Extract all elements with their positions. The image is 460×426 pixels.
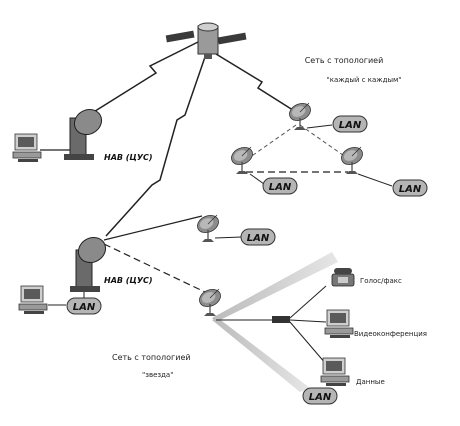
svg-text:LAN: LAN bbox=[399, 184, 422, 195]
mesh-dish-left-icon bbox=[228, 143, 256, 175]
svg-text:LAN: LAN bbox=[339, 120, 362, 131]
hub-base bbox=[64, 154, 94, 160]
star-lan: LAN bbox=[302, 387, 338, 405]
phone-fax-icon bbox=[331, 268, 355, 287]
bottom-hub-lan: LAN bbox=[66, 297, 102, 315]
remote-station: LAN bbox=[194, 211, 276, 246]
hub-dish bbox=[77, 236, 107, 264]
mesh-link-2 bbox=[299, 124, 351, 161]
svg-text:LAN: LAN bbox=[269, 182, 292, 193]
mesh-caption-line1: Сеть с топологией bbox=[305, 56, 384, 65]
data-workstation-icon bbox=[320, 357, 350, 387]
mesh-network: Сеть с топологией "каждый с каждым" LAN … bbox=[228, 56, 428, 197]
voice-fax-label: Голос/факс bbox=[360, 277, 402, 285]
remote-lan: LAN bbox=[240, 228, 276, 246]
star-caption-line2: "звезда" bbox=[142, 371, 173, 379]
mesh-dish-right-icon bbox=[338, 143, 366, 175]
video-workstation-icon bbox=[324, 309, 354, 339]
satellite bbox=[165, 22, 247, 59]
hub-link-remote bbox=[103, 215, 203, 241]
link-satellite-mesh bbox=[215, 53, 297, 113]
link-satellite-bottom-hub bbox=[105, 56, 206, 237]
hub-dish bbox=[73, 108, 103, 136]
star-dish-icon bbox=[196, 285, 224, 317]
beam-upper bbox=[212, 252, 338, 322]
svg-text:LAN: LAN bbox=[73, 302, 96, 313]
hub-link-star bbox=[103, 243, 206, 293]
satellite-top bbox=[197, 22, 219, 32]
satellite-antenna bbox=[204, 54, 212, 59]
mesh-lan-top: LAN bbox=[332, 115, 368, 133]
solar-panel-left bbox=[165, 30, 195, 43]
solar-panel-right bbox=[217, 32, 247, 45]
svg-text:LAN: LAN bbox=[309, 392, 332, 403]
hub-base bbox=[70, 286, 100, 292]
data-label: Данные bbox=[356, 378, 385, 386]
bottom-hub-computer-icon bbox=[18, 285, 48, 315]
svg-text:LAN: LAN bbox=[247, 233, 270, 244]
satellite-links bbox=[91, 41, 297, 237]
mesh-lan-left: LAN bbox=[262, 177, 298, 195]
link-satellite-top-hub bbox=[91, 41, 199, 114]
bottom-hub-label: НАВ (ЦУС) bbox=[104, 276, 153, 285]
multiplexer-icon bbox=[272, 316, 290, 323]
mesh-lan-right: LAN bbox=[392, 179, 428, 197]
star-network: Голос/факс Видеоконференция Данные LAN С… bbox=[112, 252, 427, 405]
top-hub-label: НАВ (ЦУС) bbox=[104, 153, 153, 162]
mesh-dish-top-icon bbox=[286, 99, 314, 131]
mesh-caption-line2: "каждый с каждым" bbox=[327, 76, 402, 84]
star-caption-line1: Сеть с топологией bbox=[112, 353, 191, 362]
video-conference-label: Видеоконференция bbox=[354, 330, 427, 338]
top-hub: НАВ (ЦУС) bbox=[12, 108, 153, 163]
mesh-link-1 bbox=[245, 124, 297, 161]
hub-computer-icon bbox=[12, 133, 42, 163]
beam-lower bbox=[212, 318, 310, 392]
bottom-hub: НАВ (ЦУС) LAN bbox=[18, 215, 206, 315]
